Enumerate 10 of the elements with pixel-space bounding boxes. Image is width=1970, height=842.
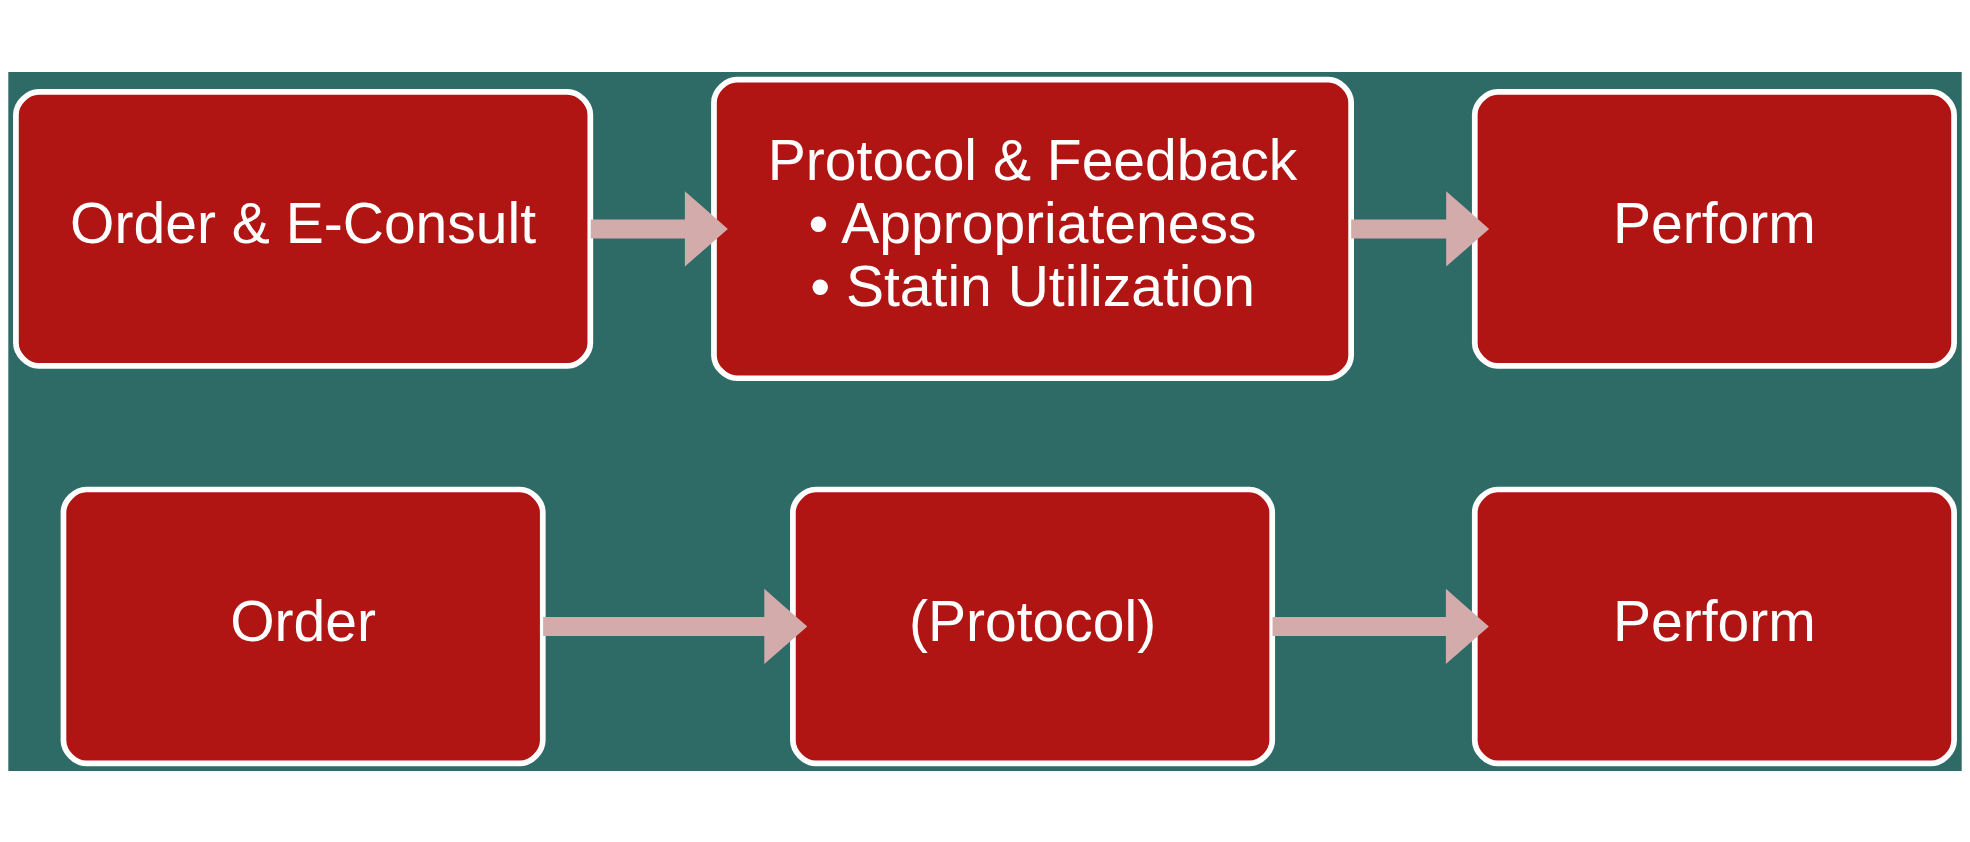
node-box: Order bbox=[60, 486, 546, 766]
node-box: (Protocol) bbox=[790, 486, 1276, 766]
node-box: Perform bbox=[1471, 486, 1957, 766]
arrow bbox=[1351, 190, 1490, 266]
arrow bbox=[1272, 588, 1489, 664]
arrow bbox=[590, 190, 728, 266]
node-box: Perform bbox=[1471, 88, 1957, 369]
node-box: Order & E-Consult bbox=[13, 88, 594, 369]
node-box: Protocol & Feedback • Appropriateness • Statin Utilization bbox=[711, 76, 1354, 381]
arrow bbox=[543, 588, 808, 664]
